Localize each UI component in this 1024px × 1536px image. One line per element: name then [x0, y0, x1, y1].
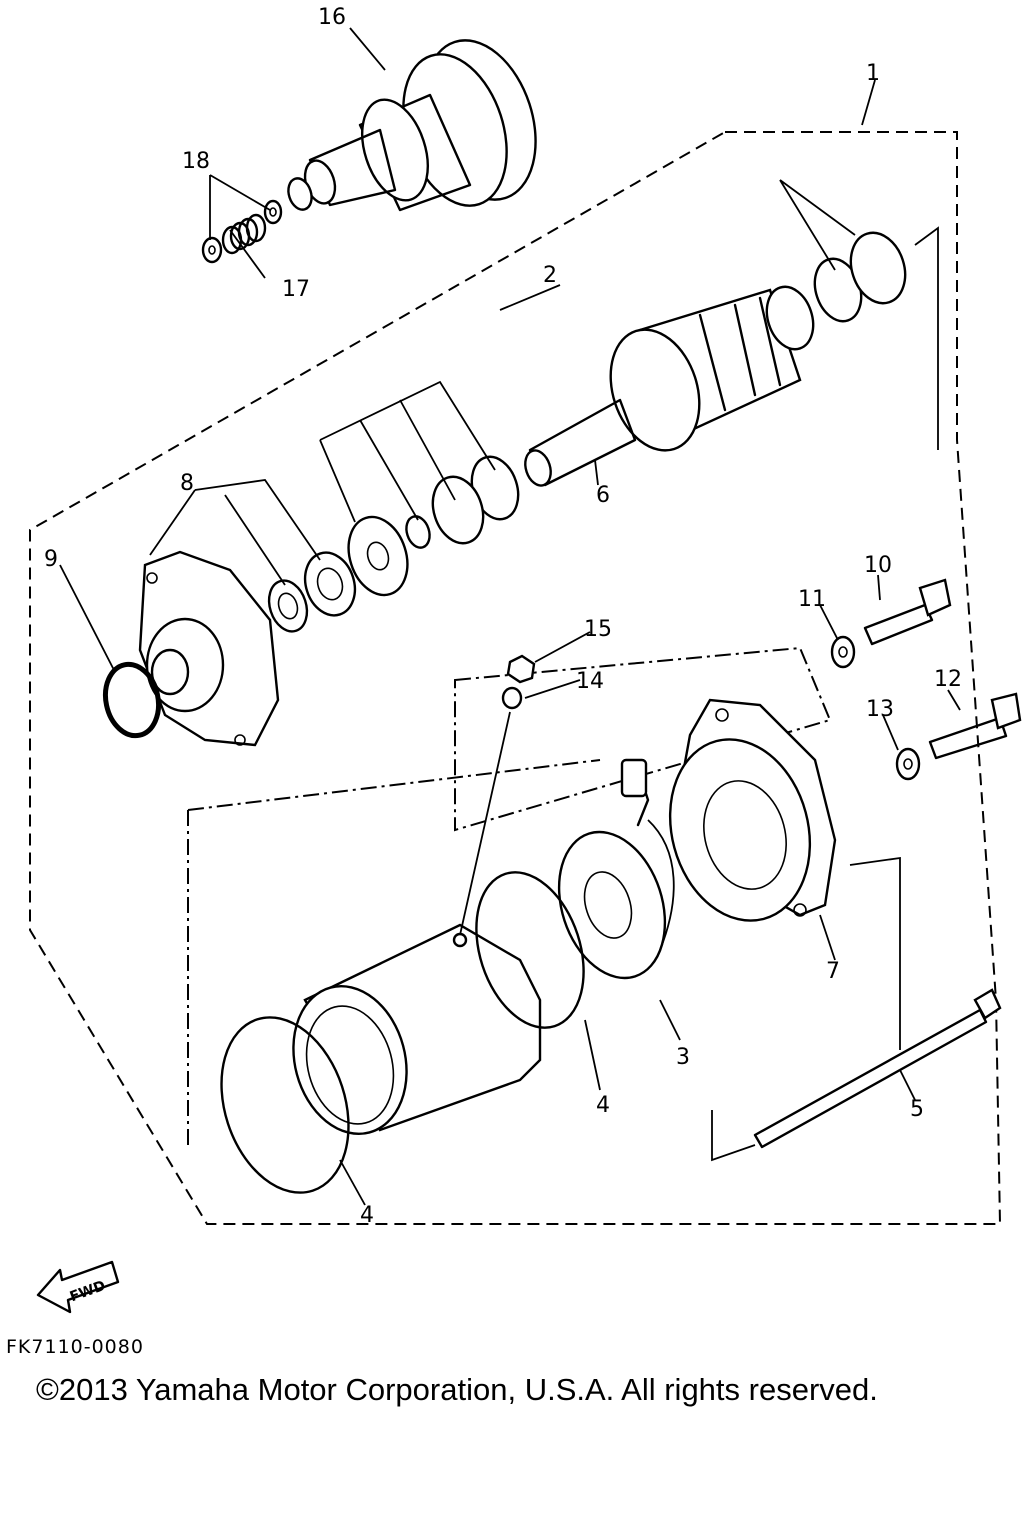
- part-14-lock-washer: [501, 686, 523, 710]
- callout-3: 3: [676, 1045, 690, 1070]
- part-8-bearing-set: [267, 515, 409, 633]
- front-housing: [138, 550, 280, 747]
- terminal-group-boundary: [187, 646, 832, 1150]
- callout-15: 15: [584, 617, 612, 642]
- part-13-washer: [895, 747, 921, 781]
- callout-12: 12: [934, 667, 962, 692]
- fwd-arrow-icon: FWD: [36, 1260, 120, 1314]
- part-16-pinion-drive: [287, 39, 537, 212]
- callout-17: 17: [282, 277, 310, 302]
- callout-4-rear: 4: [596, 1093, 610, 1118]
- callout-13: 13: [866, 697, 894, 722]
- assembly-boundary: [29, 131, 1002, 1225]
- part-4-o-ring-front: [220, 1016, 350, 1194]
- callout-11: 11: [798, 587, 826, 612]
- leader-lines: [59, 27, 961, 1206]
- part-7-rear-cover: [668, 698, 837, 922]
- part-4-o-ring-rear: [475, 871, 585, 1029]
- part-18-washers: [201, 199, 283, 264]
- copyright-notice: ©2013 Yamaha Motor Corporation, U.S.A. A…: [36, 1372, 878, 1407]
- callout-18: 18: [182, 149, 210, 174]
- part-11-washer: [830, 635, 856, 669]
- callout-2: 2: [543, 263, 557, 288]
- callout-7: 7: [826, 959, 840, 984]
- callout-9: 9: [44, 547, 58, 572]
- part-15-nut: [506, 654, 536, 684]
- callout-10: 10: [864, 553, 892, 578]
- part-2-rear-shims: [405, 231, 907, 549]
- callout-8: 8: [180, 471, 194, 496]
- callout-6: 6: [596, 483, 610, 508]
- part-3-brush-holder: [557, 758, 675, 980]
- callout-14: 14: [576, 669, 604, 694]
- callout-5: 5: [910, 1097, 924, 1122]
- part-12-bolt: [928, 692, 1022, 760]
- part-9-o-ring: [102, 661, 162, 739]
- part-17-spring: [221, 213, 267, 255]
- part-2-armature: [524, 285, 815, 487]
- callout-16: 16: [318, 5, 346, 30]
- part-5-through-bolt: [753, 988, 1002, 1149]
- part-10-bolt: [863, 578, 952, 646]
- callout-1: 1: [866, 61, 880, 86]
- part-4-yoke: [292, 923, 542, 1136]
- figure-code: FK7110-0080: [6, 1336, 144, 1358]
- callout-4-front: 4: [360, 1203, 374, 1228]
- callout-labels: 1 2 3 4 4 5 6 7 8 9 10 11 12 13 14 15 16…: [44, 5, 962, 1228]
